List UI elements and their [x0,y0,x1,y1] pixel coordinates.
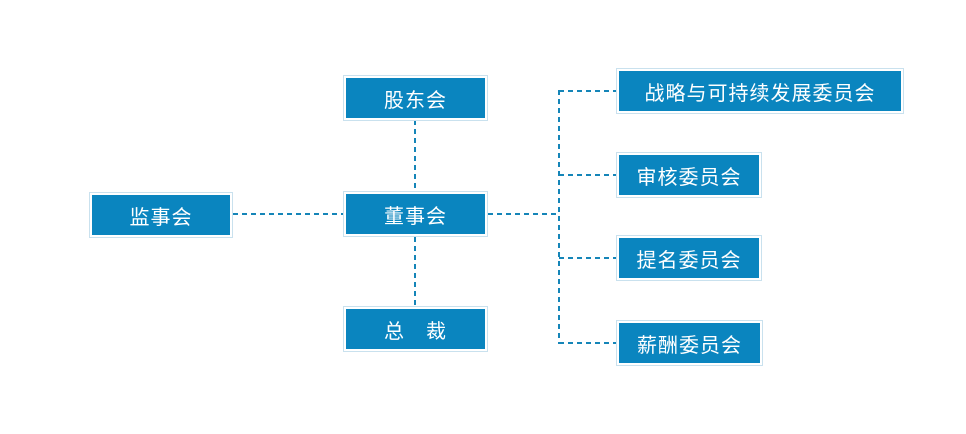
node-remuneration-committee: 薪酬委员会 [617,321,762,365]
connector-supervisory-board [233,213,343,215]
node-supervisory-board: 监事会 [90,193,232,237]
connector-branch-nomination [559,257,617,259]
connector-board-committees [488,213,559,215]
connector-branch-audit [559,174,617,176]
connector-committee-spine [558,90,560,344]
node-strategy-sustainability-committee: 战略与可持续发展委员会 [617,69,903,113]
node-audit-committee: 审核委员会 [617,153,761,197]
node-board-of-directors: 董事会 [344,192,487,236]
node-nomination-committee: 提名委员会 [617,236,761,280]
node-shareholders-meeting: 股东会 [344,76,487,120]
connector-branch-remuneration [559,342,617,344]
node-president: 总 裁 [344,307,487,351]
connector-branch-strategy [559,90,617,92]
connector-shareholders-board [414,120,416,192]
connector-board-president [414,237,416,307]
